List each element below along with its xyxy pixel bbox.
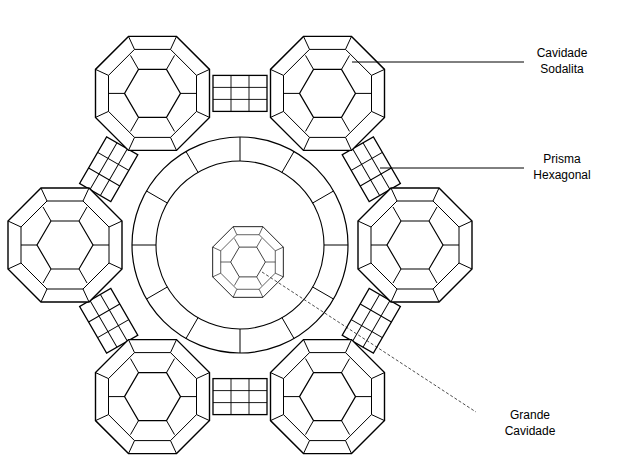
callout-label: Grande Cavidade xyxy=(503,407,558,440)
supercage-interior xyxy=(132,137,348,353)
leader-lines xyxy=(262,62,524,412)
callout-label: Cavidade Sodalita xyxy=(535,45,590,78)
sodalite-cages xyxy=(8,36,472,453)
callout-label: Prisma Hexagonal xyxy=(531,151,592,184)
